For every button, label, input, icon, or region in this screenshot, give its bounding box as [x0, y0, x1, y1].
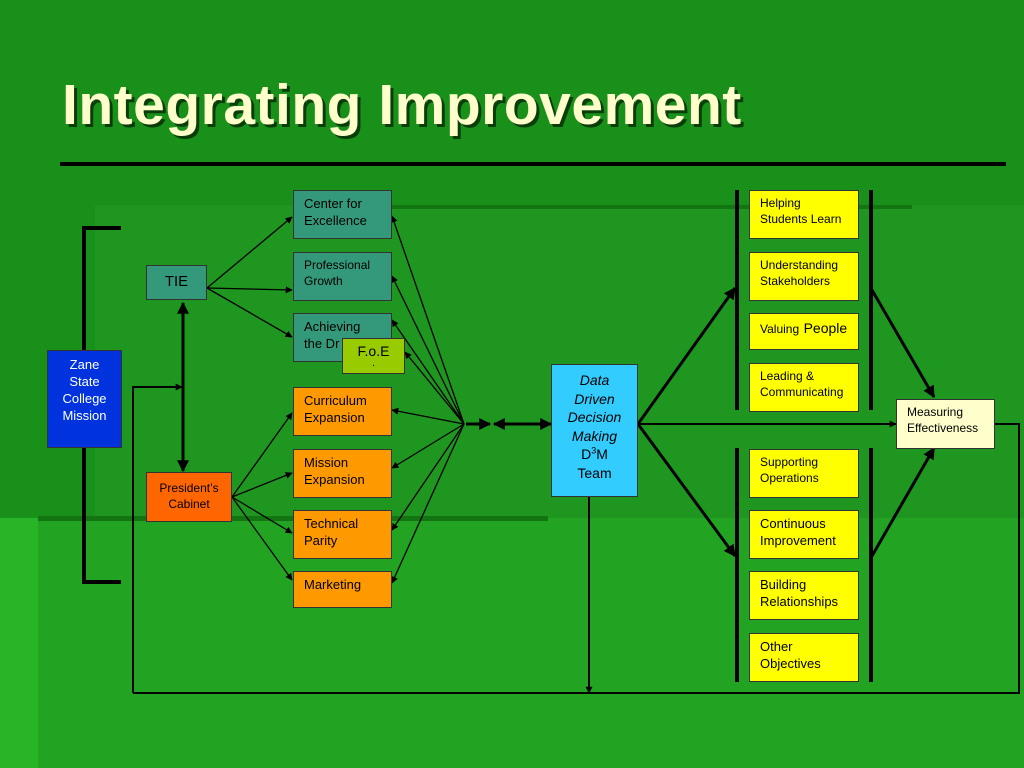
measuring-effectiveness-box: Measuring Effectiveness [896, 399, 995, 449]
d3m-to-lower-criteria-arrow [636, 423, 737, 557]
mission-expansion-box: Mission Expansion [293, 449, 392, 498]
cabinet-to-technical-arrow [231, 496, 293, 534]
box-line: Leading & [760, 369, 815, 383]
foe-dot: . [372, 357, 375, 369]
technical-parity-box: Technical Parity [293, 510, 392, 559]
supporting-operations-box: Supporting Operations [749, 449, 859, 498]
feedback-loop-entry [132, 383, 183, 693]
box-line-large: People [803, 320, 848, 336]
mission-line: Zane [69, 357, 100, 372]
lower-criteria-to-measuring-arrow [870, 446, 936, 557]
hub-to-achieving-arrow [391, 319, 465, 425]
mission-line: Mission [62, 407, 107, 423]
box-line: Measuring [907, 405, 964, 419]
d3m-to-upper-criteria-arrow [636, 287, 737, 425]
hub-to-mission-arrow [391, 423, 465, 469]
d3m-acronym: D3M [581, 445, 608, 463]
feedback-loop-line [133, 423, 1020, 694]
upper-criteria-to-measuring-arrow [870, 289, 936, 399]
box-line: Expansion [304, 471, 365, 487]
cabinet-line: President’s [159, 481, 219, 495]
cabinet-to-curriculum-arrow [231, 412, 293, 498]
curriculum-expansion-box: Curriculum Expansion [293, 387, 392, 436]
center-for-excellence-box: Center for Excellence [293, 190, 392, 239]
tie-to-center-arrow [206, 216, 293, 289]
box-line: Understanding [760, 258, 839, 272]
hub-to-marketing-arrow [391, 423, 465, 584]
box-line: Continuous [760, 516, 826, 531]
foe-box: F.o.E . [342, 338, 405, 374]
cabinet-line: Cabinet [168, 496, 210, 511]
background-band-lower [38, 518, 1024, 768]
page-title: Integrating Improvement [62, 73, 742, 137]
mission-line: College [62, 390, 107, 406]
hub-to-technical-arrow [391, 423, 465, 531]
box-line: Parity [304, 532, 338, 548]
tie-label: TIE [164, 273, 189, 290]
box-line: Supporting [760, 455, 819, 469]
box-line: Stakeholders [760, 273, 831, 288]
box-line: the Dr [304, 335, 340, 351]
box-line: Mission [304, 455, 349, 470]
professional-growth-box: Professional Growth [293, 252, 392, 301]
box-line: Students Learn [760, 211, 842, 226]
tie-to-achieving-arrow [206, 287, 293, 338]
box-line: Growth [304, 273, 343, 288]
leading-communicating-box: Leading & Communicating [749, 363, 859, 412]
tie-box: TIE [146, 265, 207, 300]
presidents-cabinet-box: President’s Cabinet [146, 472, 232, 522]
hub-to-foe-arrow [404, 351, 465, 425]
helping-students-learn-box: Helping Students Learn [749, 190, 859, 239]
box-line: Marketing [304, 577, 362, 592]
hub-to-center-arrow [390, 215, 465, 425]
cabinet-to-marketing-arrow [231, 496, 293, 581]
box-line: Improvement [760, 532, 836, 548]
box-line: Technical [304, 516, 359, 531]
cabinet-to-mission-arrow [231, 472, 293, 498]
mission-line: State [69, 373, 100, 389]
tie-to-professional-arrow [206, 286, 293, 294]
other-objectives-box: Other Objectives [749, 633, 859, 682]
box-line: Achieving [304, 319, 361, 334]
box-line: Excellence [304, 212, 367, 228]
d3m-line: Driven [574, 390, 615, 407]
marketing-box: Marketing [293, 571, 392, 608]
box-line: Communicating [760, 384, 844, 399]
foe-label: F.o.E [357, 343, 390, 359]
building-relationships-box: Building Relationships [749, 571, 859, 620]
background-band-left [0, 518, 38, 768]
mission-box: Zane State College Mission [47, 350, 122, 448]
understanding-stakeholders-box: Understanding Stakeholders [749, 252, 859, 301]
background-shadow-line-upper [392, 205, 912, 209]
box-line: Relationships [760, 593, 839, 609]
box-line: Center for [304, 196, 362, 211]
d3m-line: Team [577, 465, 612, 482]
box-line: Objectives [760, 655, 821, 671]
box-line: Curriculum [304, 393, 367, 408]
hub-to-curriculum-arrow [391, 407, 465, 425]
box-line: Other [760, 639, 793, 654]
box-line: Effectiveness [907, 420, 979, 435]
box-line-small: Valuing [760, 322, 800, 336]
box-line: Professional [304, 258, 371, 272]
d3m-line: Data [579, 372, 610, 388]
continuous-improvement-box: Continuous Improvement [749, 510, 859, 559]
box-line: Expansion [304, 409, 365, 425]
hub-to-professional-arrow [391, 275, 465, 425]
box-line: Building [760, 577, 807, 592]
box-line: Helping [760, 196, 801, 210]
title-rule [60, 162, 1006, 166]
d3m-team-box: Data Driven Decision Making D3M Team [551, 364, 638, 497]
d3m-line: Making [571, 427, 618, 444]
valuing-people-box: Valuing People [749, 313, 859, 350]
box-line: Operations [760, 470, 819, 485]
d3m-line: Decision [567, 409, 622, 426]
